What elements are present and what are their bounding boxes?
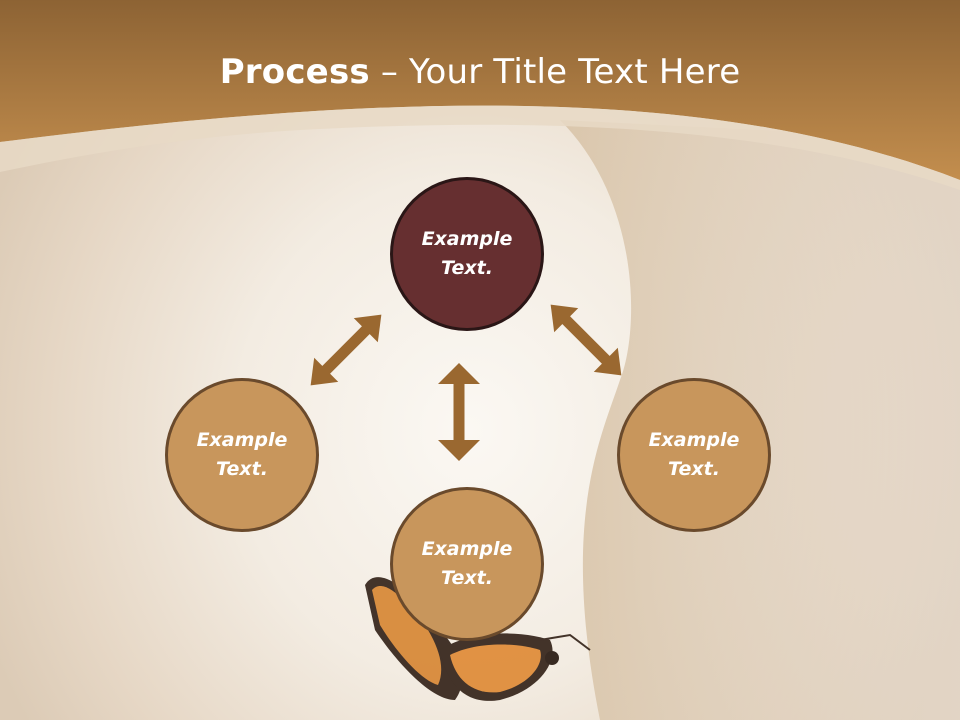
node-top-label: Example Text. xyxy=(421,228,513,279)
node-left: Example Text. xyxy=(165,378,319,532)
node-top: Example Text. xyxy=(390,177,544,331)
node-bottom-label: Example Text. xyxy=(421,538,513,589)
butterfly-image xyxy=(365,577,591,701)
header-band xyxy=(0,0,960,180)
title-bold: Process xyxy=(219,52,370,92)
node-right-label: Example Text. xyxy=(648,429,740,480)
title-rest: – Your Title Text Here xyxy=(369,52,741,92)
arrow-vertical xyxy=(438,363,480,461)
arrow-left-diagonal xyxy=(310,314,382,386)
header-swoosh xyxy=(0,105,960,190)
arrow-right-diagonal xyxy=(550,304,622,376)
slide-title: Process – Your Title Text Here xyxy=(0,52,960,92)
node-bottom: Example Text. xyxy=(390,487,544,641)
node-left-label: Example Text. xyxy=(196,429,288,480)
node-right: Example Text. xyxy=(617,378,771,532)
